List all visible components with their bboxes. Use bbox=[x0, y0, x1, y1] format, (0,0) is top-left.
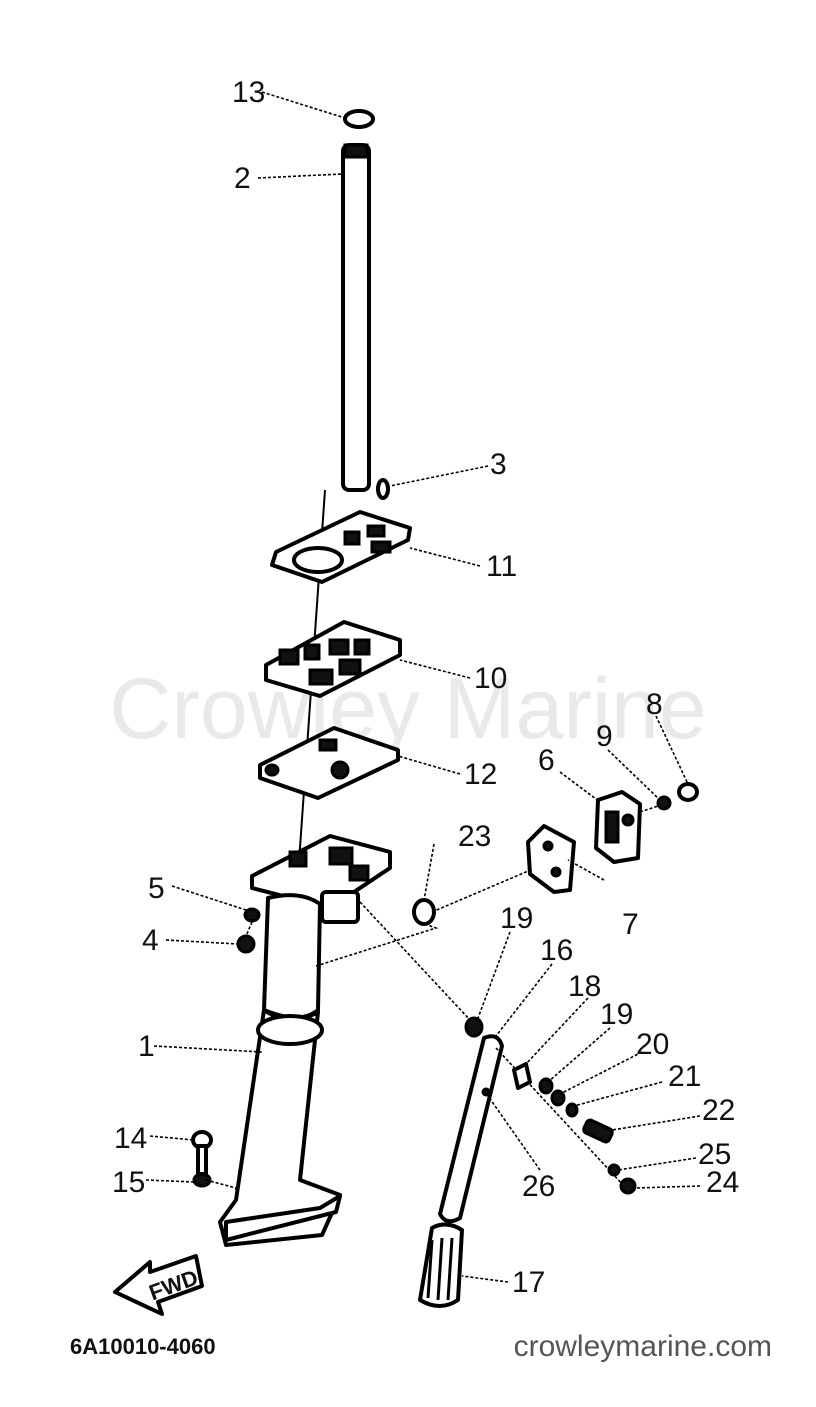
part-10-block bbox=[264, 620, 402, 698]
callout-1: 1 bbox=[138, 1030, 155, 1063]
callout-20: 20 bbox=[636, 1028, 669, 1061]
part-4-5-screw-washer bbox=[236, 907, 261, 954]
part-24-nut bbox=[619, 1177, 637, 1195]
part-13-cap bbox=[343, 109, 375, 129]
callout-13: 13 bbox=[232, 76, 265, 109]
callout-12: 12 bbox=[464, 758, 497, 791]
part-21-ring bbox=[565, 1102, 579, 1118]
watermark: Crowley Marine bbox=[109, 661, 706, 757]
part-14-15-bolt bbox=[191, 1130, 237, 1200]
part-1-housing bbox=[218, 893, 342, 1247]
part-19-ring-a bbox=[464, 1016, 484, 1038]
callout-24: 24 bbox=[706, 1166, 739, 1199]
part-6-bracket bbox=[594, 790, 642, 864]
callout-25: 25 bbox=[698, 1138, 731, 1171]
part-2-tube bbox=[341, 143, 371, 492]
callout-10: 10 bbox=[474, 662, 507, 695]
callout-8: 8 bbox=[646, 688, 663, 721]
callout-11: 11 bbox=[486, 550, 517, 583]
part-18-clip bbox=[512, 1062, 532, 1090]
part-3-pin bbox=[376, 478, 390, 500]
callout-6: 6 bbox=[538, 744, 555, 777]
callout-4: 4 bbox=[142, 924, 159, 957]
part-17-grip bbox=[418, 1222, 464, 1308]
part-22-spring bbox=[582, 1118, 614, 1144]
callout-15: 15 bbox=[112, 1166, 145, 1199]
callout-18: 18 bbox=[568, 970, 601, 1003]
part-16-handle bbox=[438, 1034, 504, 1224]
part-7-plate bbox=[526, 824, 576, 894]
housing-head bbox=[250, 834, 392, 924]
part-26-marker bbox=[481, 1087, 491, 1097]
part-25-washer bbox=[607, 1163, 621, 1177]
website-link[interactable]: crowleymarine.com bbox=[514, 1330, 772, 1363]
callout-9: 9 bbox=[596, 720, 613, 753]
callout-3: 3 bbox=[490, 448, 507, 481]
callout-7: 7 bbox=[622, 908, 639, 941]
leader-lines bbox=[145, 91, 701, 1283]
callout-14: 14 bbox=[114, 1122, 147, 1155]
callout-16: 16 bbox=[540, 934, 573, 967]
part-19-ring-b bbox=[538, 1077, 554, 1095]
part-23-fitting bbox=[315, 865, 541, 967]
callout-23: 23 bbox=[458, 820, 491, 853]
callout-5: 5 bbox=[148, 872, 165, 905]
part-8-9-nut-washer bbox=[639, 782, 699, 813]
link-line bbox=[359, 901, 471, 1021]
callout-17: 17 bbox=[512, 1266, 545, 1299]
part-12-gasket bbox=[258, 726, 400, 800]
callout-22: 22 bbox=[702, 1094, 735, 1127]
fwd-arrow: FWD bbox=[113, 1254, 204, 1316]
callout-2: 2 bbox=[234, 162, 251, 195]
callout-26: 26 bbox=[522, 1170, 555, 1203]
part-20-ring bbox=[550, 1089, 566, 1107]
callout-19b: 19 bbox=[600, 998, 633, 1031]
diagram-code: 6A10010-4060 bbox=[70, 1334, 216, 1359]
callout-19a: 19 bbox=[500, 902, 533, 935]
part-11-plate bbox=[270, 510, 412, 584]
callout-21: 21 bbox=[668, 1060, 701, 1093]
